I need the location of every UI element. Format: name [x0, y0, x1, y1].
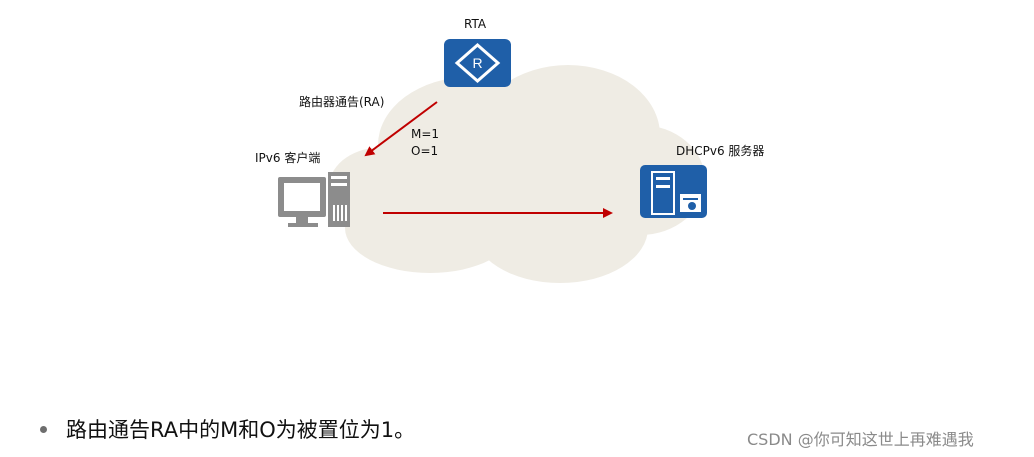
flag-o-label: O=1 — [411, 144, 439, 158]
svg-text:R: R — [472, 55, 482, 71]
bullet-dot-icon — [40, 425, 47, 433]
server-label: DHCPv6 服务器 — [676, 144, 765, 158]
server-icon — [640, 165, 707, 218]
computer-icon — [278, 172, 350, 227]
router-label: RTA — [464, 17, 487, 31]
ra-arrow — [364, 101, 438, 157]
client-label: IPv6 客户端 — [255, 151, 321, 165]
watermark: CSDN @你可知这世上再难遇我 — [747, 430, 974, 449]
network-cloud — [328, 65, 705, 283]
flag-m-label: M=1 — [411, 127, 440, 141]
router-icon: R — [444, 39, 511, 87]
bullet-item: 路由通告RA中的M和O为被置位为1。 — [40, 411, 415, 447]
bullet-text: 路由通告RA中的M和O为被置位为1。 — [66, 418, 416, 442]
ra-message-label: 路由器通告(RA) — [299, 95, 385, 109]
